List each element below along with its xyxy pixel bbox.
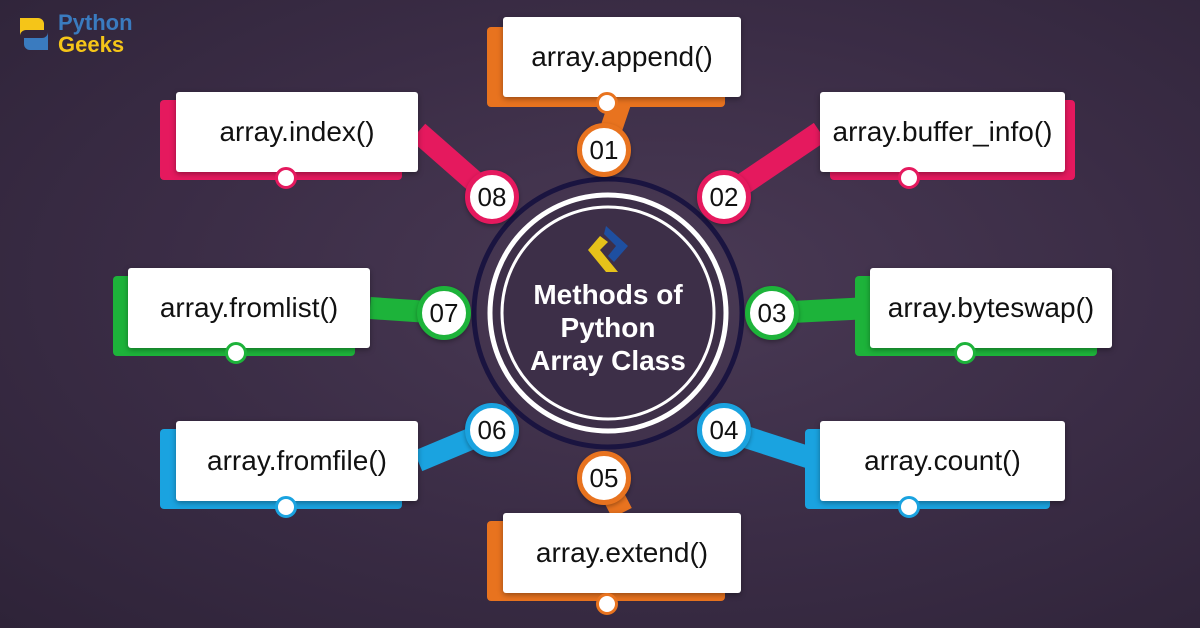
method-label: array.buffer_info()	[832, 116, 1053, 147]
connector-dot	[596, 92, 618, 114]
method-number-badge: 04	[697, 403, 751, 457]
array-class-logo-icon	[588, 226, 628, 272]
method-label: array.index()	[219, 116, 375, 147]
method-number-badge: 02	[697, 170, 751, 224]
connector-dot	[954, 342, 976, 364]
method-label: array.byteswap()	[887, 292, 1095, 323]
center-title-line: Array Class	[530, 345, 686, 376]
method-label: array.append()	[531, 41, 713, 72]
method-label: array.fromfile()	[207, 445, 387, 476]
method-box: array.byteswap()	[870, 268, 1112, 348]
method-number-badge: 06	[465, 403, 519, 457]
connector-dot	[898, 496, 920, 518]
center-title-line: Python	[560, 312, 656, 343]
python-logo-icon	[20, 18, 48, 50]
method-box: array.fromlist()	[128, 268, 370, 348]
connector-dot	[898, 167, 920, 189]
center-title-line: Methods of	[533, 279, 683, 310]
inner-ring	[500, 205, 716, 421]
method-number-badge: 01	[577, 123, 631, 177]
method-box: array.index()	[176, 92, 418, 172]
connector-dot	[275, 167, 297, 189]
method-label: array.count()	[864, 445, 1021, 476]
brand-line2: Geeks	[58, 32, 125, 57]
method-box: array.append()	[503, 17, 741, 97]
inner-disc	[487, 192, 729, 434]
python-geeks-logo: Python Geeks	[16, 12, 133, 56]
method-box: array.buffer_info()	[820, 92, 1065, 172]
connector-dot	[275, 496, 297, 518]
method-label: array.fromlist()	[159, 292, 339, 323]
center-title: Methods of Python Array Class	[508, 278, 708, 377]
method-number-badge: 05	[577, 451, 631, 505]
method-box: array.fromfile()	[176, 421, 418, 501]
brand-line1: Python	[58, 10, 133, 35]
connector-dot	[596, 593, 618, 615]
connector-dot	[225, 342, 247, 364]
method-number-badge: 08	[465, 170, 519, 224]
method-box: array.count()	[820, 421, 1065, 501]
method-number-badge: 03	[745, 286, 799, 340]
method-box: array.extend()	[503, 513, 741, 593]
outer-ring	[471, 176, 745, 450]
method-number-badge: 07	[417, 286, 471, 340]
method-label: array.extend()	[535, 537, 709, 568]
